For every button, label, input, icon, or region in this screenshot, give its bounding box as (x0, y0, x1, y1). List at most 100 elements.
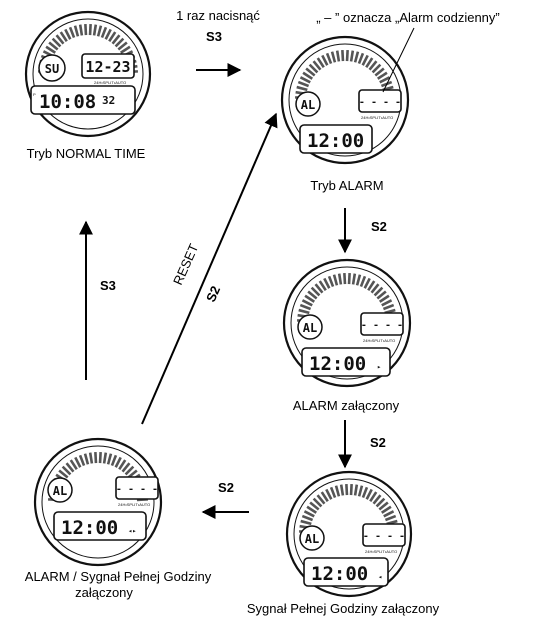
arc-segment (88, 24, 92, 36)
arc-segment (305, 67, 316, 77)
label-s3-top: S3 (206, 29, 222, 44)
label-reset: RESET (170, 241, 201, 287)
day-label: SU (45, 62, 59, 76)
caption-alarm-chime-line1: ALARM / Sygnał Pełnej Godziny (25, 569, 212, 584)
arc-segment (314, 283, 324, 294)
arc-segment (309, 501, 320, 511)
seconds-display: 32 (102, 94, 115, 107)
arc-segment (349, 50, 355, 62)
arc-segment (345, 50, 349, 62)
arc-segment (378, 501, 389, 511)
arc-segment (332, 274, 339, 286)
arc-segment (111, 34, 121, 45)
arc-segment (302, 71, 313, 80)
arc-segment (73, 25, 80, 37)
watch-chime-on: AL - - - - 24H•SPLIT•AUTO 12:00 ◂ (285, 470, 413, 598)
arc-segment (310, 286, 321, 297)
arc-segment (308, 63, 319, 74)
chime-indicator: ◂ (378, 573, 382, 581)
arc-segment (355, 274, 362, 286)
arc-segment (78, 454, 86, 467)
arc-segment (335, 50, 341, 62)
arc-segment (301, 514, 314, 522)
arc-segment (298, 308, 310, 315)
alarm-badge-label: AL (303, 321, 317, 335)
dash-box (360, 312, 404, 336)
time-box (299, 124, 373, 154)
arc-segment (58, 469, 69, 479)
arc-segment (321, 54, 329, 66)
arc-segment (377, 71, 388, 80)
arc-segment (301, 299, 313, 307)
watch-alarm-on: AL - - - - 24H•SPLIT•AUTO 12:00 ▸ (282, 258, 412, 388)
daily-dashes: - - - - (359, 97, 401, 108)
arc-segment (296, 85, 308, 92)
arc-segment (359, 275, 367, 288)
arc-segment (114, 456, 122, 468)
daily-dashes: - - - - (361, 320, 403, 331)
arc-segment (61, 465, 72, 476)
arc-segment (68, 26, 76, 39)
arc-segment (363, 277, 371, 289)
caption-alarm-chime-line2: załączony (75, 585, 133, 600)
arc-segment (106, 453, 113, 465)
watch-alarm-chime-on: AL - - - - 24H•SPLIT•AUTO 12:00 ◂▸ (33, 437, 163, 567)
arc-segment (88, 452, 94, 464)
arc-segment (384, 514, 397, 522)
daily-dashes: - - - - (363, 531, 405, 542)
arc-segment (98, 452, 102, 464)
arc-segment (65, 462, 75, 473)
arc-segment (367, 280, 376, 291)
arc-segment (316, 57, 325, 68)
arc-segment (64, 28, 72, 40)
arc-segment (100, 26, 108, 39)
label-s3-up: S3 (100, 278, 116, 293)
alarm-time: 12:00 (307, 130, 364, 152)
arc-segment (117, 41, 128, 51)
day-badge (38, 54, 66, 82)
mode-text: 24H•SPLIT•AUTO (118, 502, 150, 507)
callout-line (382, 27, 415, 93)
arc-segment (361, 486, 369, 499)
label-s2-diagonal: S2 (203, 284, 223, 305)
arc-segment (307, 290, 318, 300)
chime-time: 12:00 (311, 563, 368, 585)
arc-segment (341, 50, 345, 62)
arc-segment (375, 497, 386, 508)
arc-segment (312, 60, 322, 71)
arc-segment (374, 67, 385, 77)
arc-segment (104, 28, 112, 40)
caption-chime-on: Sygnał Pełnej Godziny załączony (247, 601, 440, 616)
label-s2-left: S2 (218, 480, 234, 495)
arc-segment (379, 76, 391, 84)
alarm-badge-label: AL (305, 532, 319, 546)
arc-segment (327, 275, 335, 288)
arc-segment (121, 462, 131, 473)
dash-box (115, 476, 159, 500)
arrow-both-to-alarm-diagonal (141, 112, 278, 425)
arc-segment (323, 277, 331, 289)
arc-segment (373, 286, 384, 297)
arc-segment (92, 24, 98, 36)
dash-box (358, 89, 402, 113)
arc-segment (353, 51, 360, 63)
arc-segment (306, 505, 317, 514)
label-s2-2: S2 (370, 435, 386, 450)
alarm-badge (47, 477, 73, 503)
time-box (53, 511, 147, 541)
caption-normal-time: Tryb NORMAL TIME (27, 146, 146, 161)
arc-segment (84, 24, 88, 36)
arc-segment (299, 303, 312, 311)
arc-segment (381, 299, 393, 307)
arc-segment (381, 505, 392, 514)
watch-normal-time: SU 12-23 24H•SPLIT•AUTO P 10:08 32 (24, 10, 152, 138)
watch-alarm-mode: AL - - - - 24H•SPLIT•AUTO 12:00 (280, 35, 410, 165)
alarm-badge (299, 525, 325, 551)
arc-segment (370, 283, 380, 294)
arc-segment (325, 52, 333, 65)
alarm-chime-indicator: ◂▸ (128, 527, 136, 535)
daily-dashes: - - - - (116, 484, 158, 495)
alarm-badge (295, 91, 321, 117)
arc-segment (357, 52, 365, 65)
arc-segment (316, 494, 326, 505)
